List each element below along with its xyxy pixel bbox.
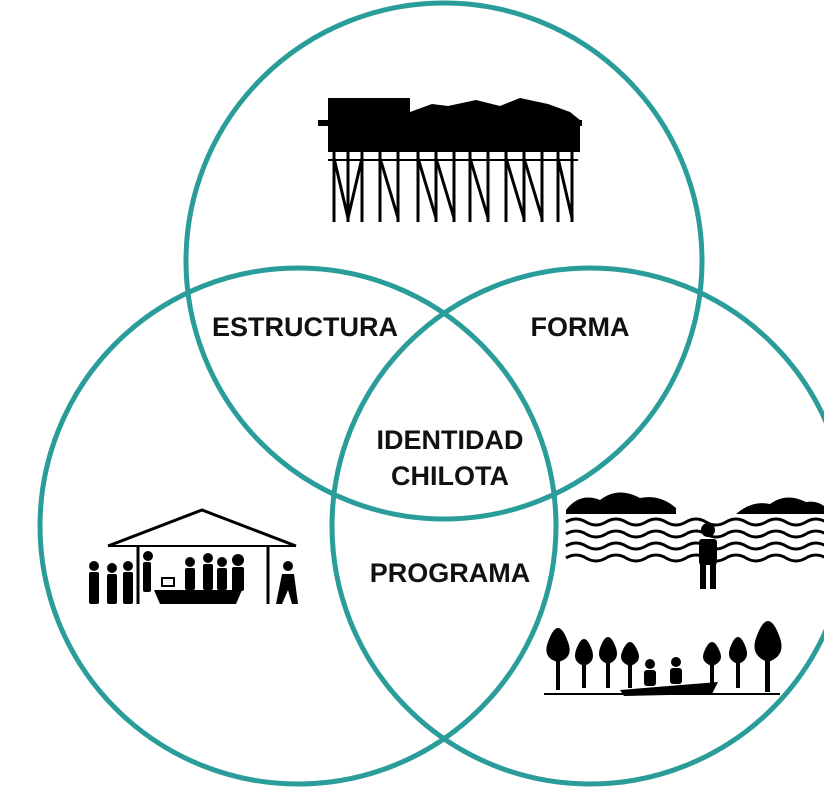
label-programa: PROGRAMA <box>369 558 531 588</box>
circle-left-estructura-programa <box>37 265 559 787</box>
circle-top-forma-estructura <box>183 0 705 522</box>
label-identidad-chilota: IDENTIDAD CHILOTA <box>350 422 550 494</box>
stilt-house-icon <box>318 98 582 222</box>
label-identidad-line2: CHILOTA <box>391 461 509 491</box>
label-estructura: ESTRUCTURA <box>212 312 398 342</box>
label-identidad-line1: IDENTIDAD <box>376 425 524 455</box>
sea-and-forest-icon <box>544 492 824 696</box>
community-shelter-icon <box>89 508 298 604</box>
circle-right-forma-programa <box>329 265 824 787</box>
label-forma: FORMA <box>530 312 630 342</box>
